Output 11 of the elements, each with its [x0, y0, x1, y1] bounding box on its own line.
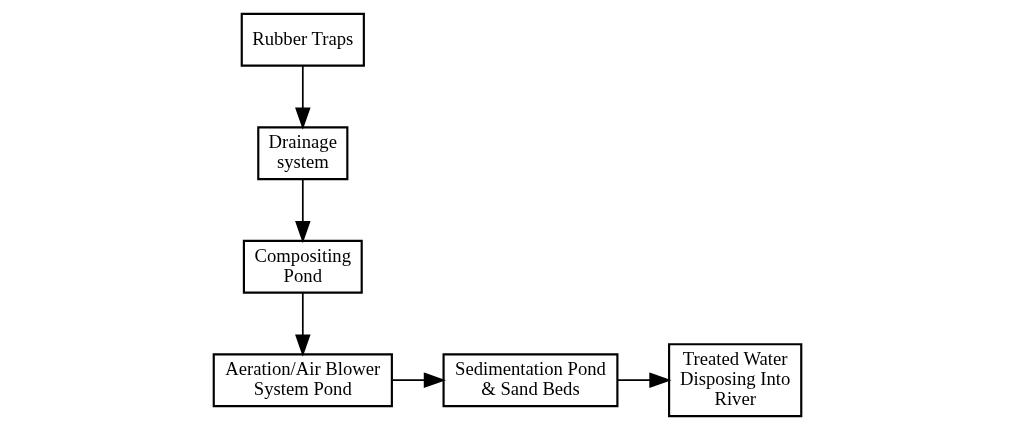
node-box: Drainage system [257, 126, 349, 181]
arrow [295, 178, 311, 244]
node-box: Treated Water Disposing Into River [668, 343, 803, 418]
arrow [295, 64, 311, 130]
node-box: Rubber Traps [240, 12, 365, 67]
arrow [616, 372, 672, 388]
arrow [391, 372, 446, 388]
node-box: Compositing Pond [242, 239, 363, 294]
arrow [295, 291, 311, 357]
node-box: Aeration/Air Blower System Pond [212, 353, 393, 408]
node-box: Sedimentation Pond & Sand Beds [442, 353, 619, 408]
